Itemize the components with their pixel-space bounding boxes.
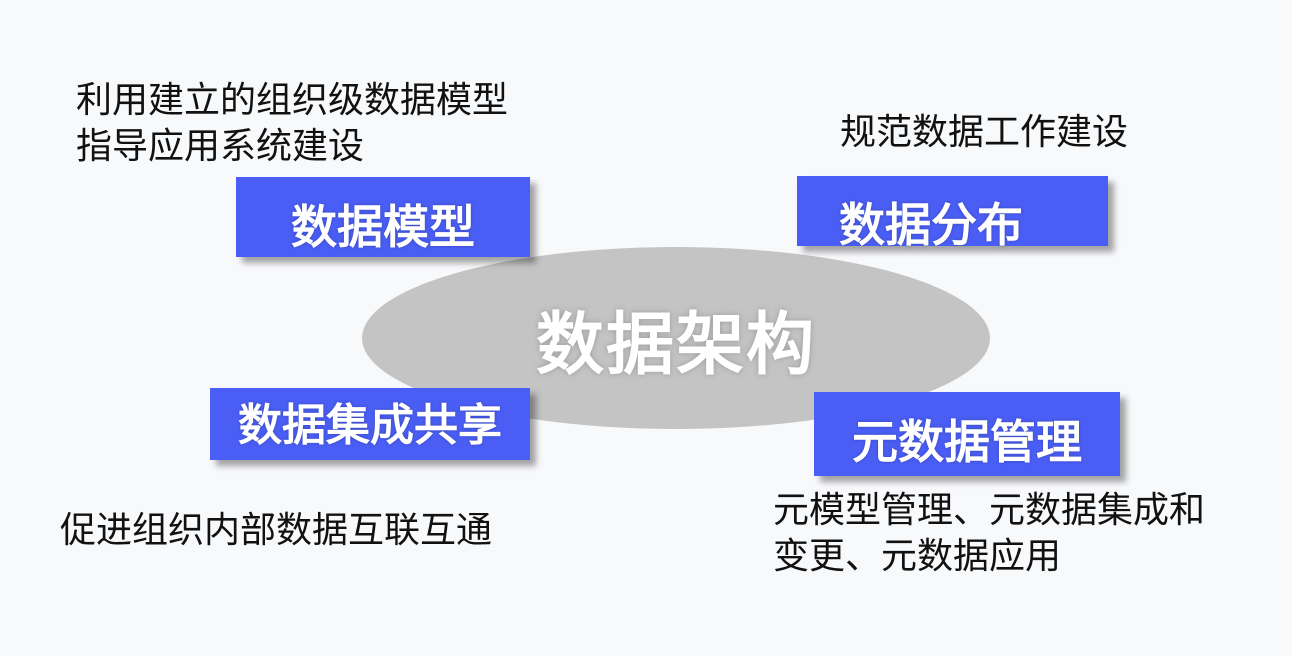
description-line: 指导应用系统建设 [76, 126, 365, 167]
data-model-description: 利用建立的组织级数据模型 指导应用系统建设 [76, 78, 508, 170]
description-line: 利用建立的组织级数据模型 [76, 80, 509, 121]
data-integration-label: 数据集成共享 [238, 400, 502, 451]
data-model-box: 数据模型 [236, 177, 530, 257]
metadata-management-box: 元数据管理 [814, 392, 1120, 476]
data-distribution-box: 数据分布 [797, 176, 1108, 252]
description-line: 促进组织内部数据互联互通 [60, 510, 493, 551]
center-title: 数据架构 [535, 305, 816, 385]
metadata-management-label: 元数据管理 [852, 415, 1082, 469]
description-line: 变更、元数据应用 [773, 536, 1062, 577]
data-integration-box: 数据集成共享 [210, 388, 530, 460]
metadata-management-description: 元模型管理、元数据集成和 变更、元数据应用 [773, 488, 1205, 580]
data-integration-description: 促进组织内部数据互联互通 [60, 508, 492, 554]
data-model-label: 数据模型 [291, 200, 475, 254]
description-line: 规范数据工作建设 [840, 112, 1129, 153]
data-distribution-label: 数据分布 [839, 198, 1023, 252]
description-line: 元模型管理、元数据集成和 [773, 490, 1206, 531]
data-distribution-description: 规范数据工作建设 [840, 110, 1128, 156]
